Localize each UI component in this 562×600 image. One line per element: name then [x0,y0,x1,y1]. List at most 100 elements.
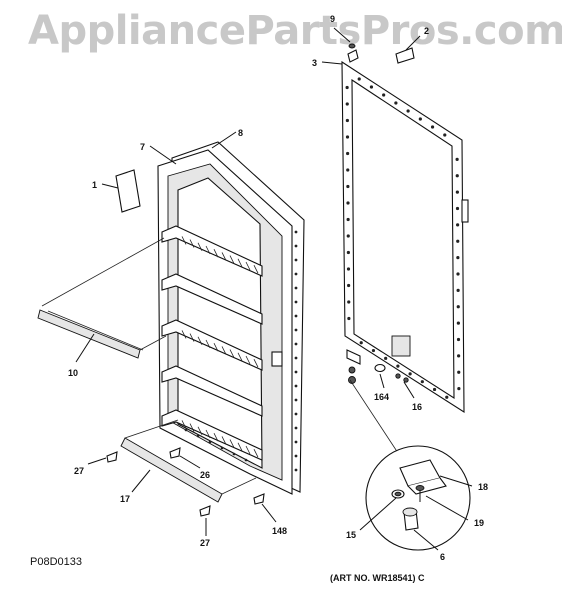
callout-6: 6 [440,552,445,562]
frame-rivet [345,118,349,123]
callout-9: 9 [330,14,335,24]
frame-rivet [347,283,351,288]
door-shelf [161,225,263,277]
frame-rivet [456,337,461,342]
shelf-wire [245,355,251,365]
shelf-wire [181,330,187,339]
frame-rivet [345,85,349,90]
frame-rivet [369,85,374,89]
hinge-detail-circle [365,445,471,551]
frame-rivet [357,77,361,81]
frame-rivet [346,250,350,255]
frame-rivet [396,364,400,368]
door-rivet [294,286,298,290]
shelf-bar-lower [120,437,223,503]
label-card-part [115,169,141,213]
diagram-code: P08D0133 [30,556,82,568]
art-number: (ART NO. WR18541) C [330,573,425,583]
shelf-wire [189,423,195,432]
callout-7: 7 [140,142,145,152]
shelf-wire [253,359,259,368]
callout-labels: 9 2 3 7 8 1 10 164 16 27 26 17 148 27 18… [68,14,488,562]
shelf-wire [221,436,227,445]
leader-lines [75,27,473,551]
shelf-wire [197,242,203,251]
frame-rivet [430,125,435,129]
callout-164: 164 [374,392,389,402]
frame-rivet [455,190,459,194]
frame-rivet [346,267,351,271]
frame-rivet [418,117,422,121]
callout-19: 19 [474,518,484,528]
door-shelf [161,273,263,325]
shelf-wire [221,252,227,261]
frame-rivet [346,168,350,172]
frame-rivet [456,256,460,260]
door-rivet [294,342,298,346]
frame-rivet [457,387,461,391]
door-rivet [294,398,298,402]
callout-27a: 27 [74,466,84,476]
door-rivet [294,370,298,374]
shelf-wire [253,449,259,458]
frame-rivet [346,217,350,222]
shelf-wire [213,433,219,442]
door-rivet [294,426,298,430]
frame-rivet [443,133,447,137]
door-rivet [220,446,224,450]
shelf-wire [253,265,259,274]
top-small-parts [347,43,415,64]
callout-148: 148 [272,526,287,536]
callout-27b: 27 [200,538,210,548]
frame-rivet [345,135,350,139]
door-frame-gasket [341,60,469,414]
door-rivet [294,356,298,360]
callout-18: 18 [478,482,488,492]
door-rivet [294,314,298,318]
shelf-wire [197,336,203,345]
shelf-wire [189,333,195,342]
frame-rivet [456,223,460,227]
shelf-wire [197,426,203,435]
door-rivet [294,300,298,304]
frame-rivet [394,101,398,105]
door-rivet [294,258,298,262]
frame-rivet [347,316,351,321]
frame-rivet [346,184,350,189]
frame-rivet [346,201,350,205]
callout-17: 17 [120,494,130,504]
callout-16: 16 [412,402,422,412]
door-shelf [161,319,263,371]
door-rivet [294,454,298,458]
shelf-wire [213,249,219,258]
door-shelf [161,365,263,417]
frame-rivet [445,395,449,399]
alignment-lines [41,237,401,495]
frame-rivet [455,174,459,178]
callout-1: 1 [92,180,97,190]
shelf-wire [237,352,243,361]
frame-rivet [346,234,350,238]
hinge-bracket-small [346,349,409,384]
door-rivet [244,458,248,462]
door-rivet [184,428,188,432]
frame-rivet [384,356,388,360]
frame-rivet [406,109,410,113]
shelf-wire [181,420,187,429]
shelf-wire [189,239,195,248]
frame-rivet [457,370,461,374]
frame-rivet [408,372,412,376]
callout-8: 8 [238,128,243,138]
screws [106,447,265,517]
door-rivet [294,468,298,472]
callout-26: 26 [200,470,210,480]
door-rivet [294,384,298,388]
shelf-wire [237,442,243,451]
shelf-wire [245,261,251,271]
frame-rivet [457,354,461,358]
shelf-wire [229,255,235,264]
callout-10: 10 [68,368,78,378]
frame-rivet [456,239,460,243]
watermark: AppliancePartsPros.com [28,8,562,54]
